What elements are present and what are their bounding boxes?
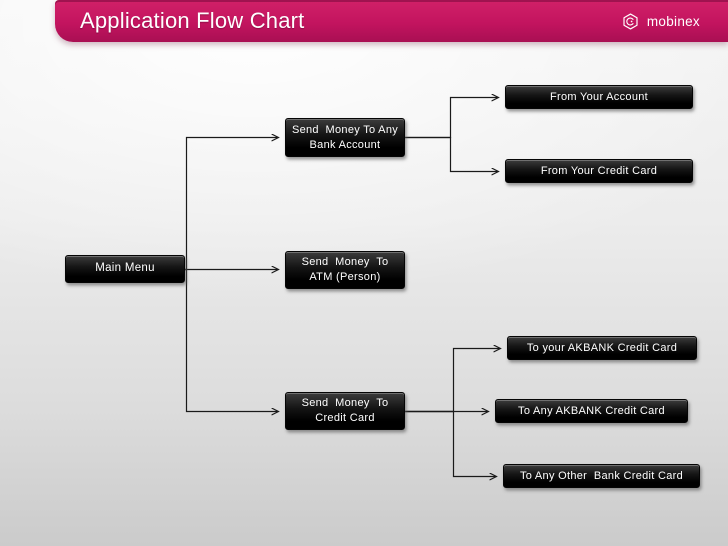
node-label: From Your Account — [549, 90, 649, 103]
mobinex-logo-text: mobinex — [646, 13, 700, 29]
node-label: To your AKBANK Credit Card — [526, 341, 678, 354]
node-label: To Any Other Bank Credit Card — [519, 469, 684, 482]
title-banner: Application Flow Chart mobinex — [55, 0, 728, 42]
connector-bank-fromcreditcard — [405, 136, 498, 172]
node-label: Send Money To ATM (Person) — [301, 256, 389, 283]
connector-bank-fromaccount — [405, 98, 498, 139]
node-label: Send Money To Credit Card — [301, 397, 389, 424]
flow-node-main-menu: Main Menu — [65, 255, 185, 283]
connector-cc-otherbank — [405, 410, 496, 477]
node-label: From Your Credit Card — [540, 164, 658, 177]
flow-node-to-any-other-bank-credit-card: To Any Other Bank Credit Card — [503, 464, 700, 488]
flow-node-from-your-account: From Your Account — [505, 85, 693, 109]
mobinex-logo: mobinex — [621, 0, 700, 42]
page-title: Application Flow Chart — [80, 8, 305, 33]
flow-node-send-money-bank-account: Send Money To Any Bank Account — [285, 118, 405, 157]
node-label: Main Menu — [95, 262, 155, 275]
flow-node-to-any-akbank-credit-card: To Any AKBANK Credit Card — [495, 399, 688, 423]
connector-mainmenu-creditcard — [185, 268, 278, 412]
flow-node-send-money-credit-card: Send Money To Credit Card — [285, 392, 405, 430]
flow-node-send-money-atm: Send Money To ATM (Person) — [285, 251, 405, 289]
connector-mainmenu-bank — [185, 138, 278, 271]
flow-node-to-your-akbank-credit-card: To your AKBANK Credit Card — [507, 336, 697, 360]
connector-cc-yourakbank — [405, 349, 500, 413]
mobinex-hexagon-icon — [623, 12, 638, 30]
node-label: Send Money To Any Bank Account — [291, 123, 399, 151]
flow-node-from-your-credit-card: From Your Credit Card — [505, 159, 693, 183]
node-label: To Any AKBANK Credit Card — [518, 404, 665, 417]
